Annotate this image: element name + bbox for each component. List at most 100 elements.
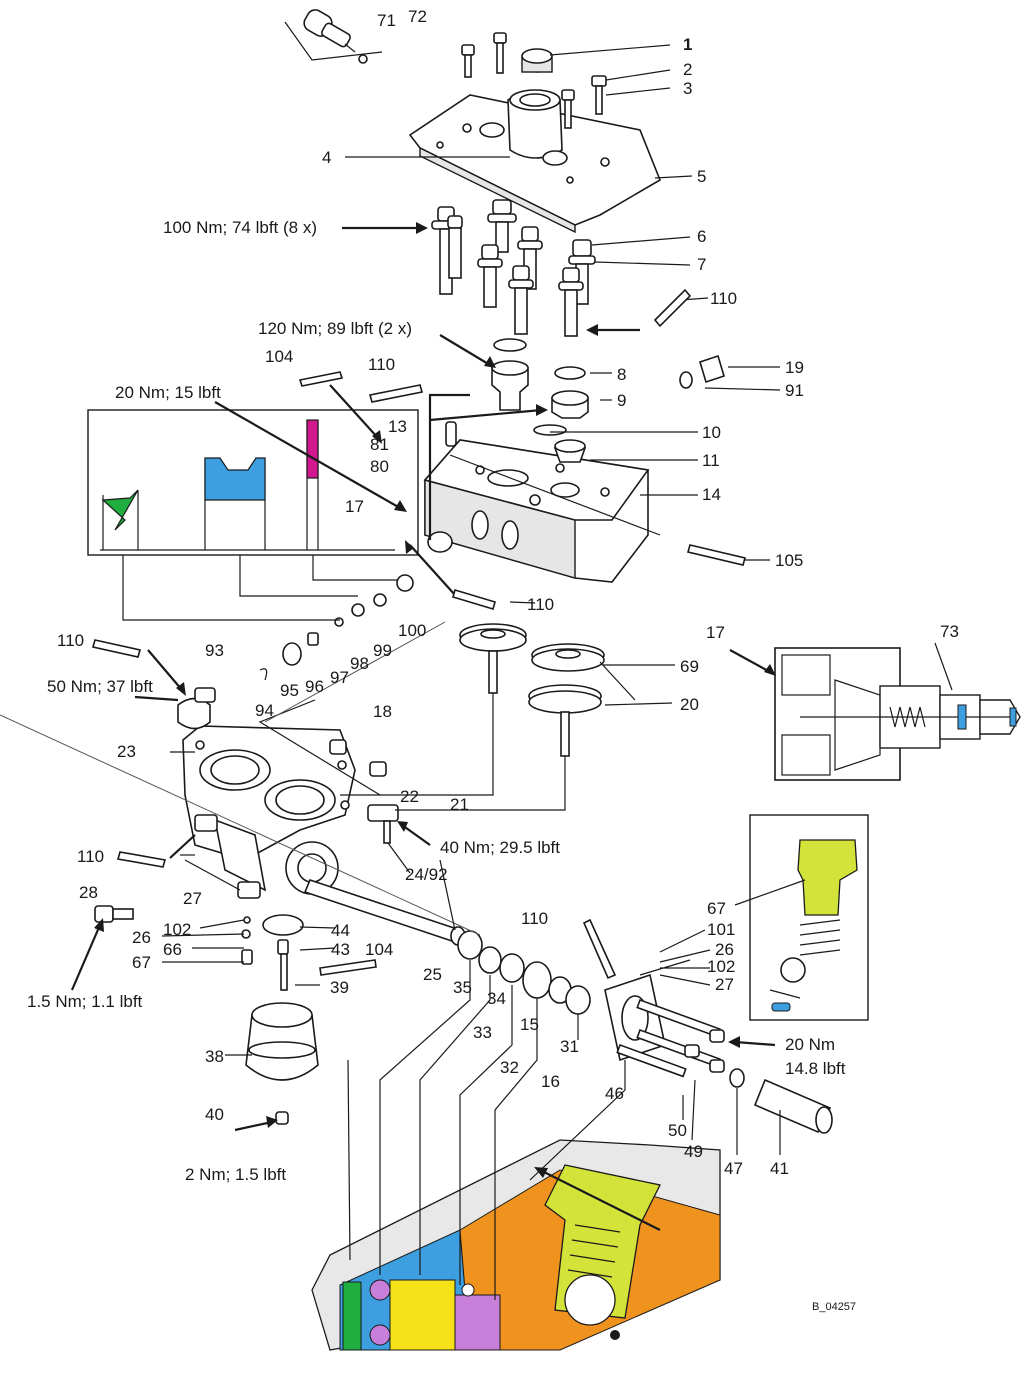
label-6: 6	[697, 227, 706, 246]
label-24-92: 24/92	[405, 865, 448, 884]
valve-detail-inset	[749, 814, 869, 1021]
valve-block-icon	[423, 439, 650, 583]
screw-28-icon	[94, 905, 134, 923]
torque-40nm: 40 Nm; 29.5 lbft	[440, 838, 560, 857]
small-plugs-21-22-icon	[329, 739, 399, 844]
label-72: 72	[408, 7, 427, 26]
label-94: 94	[255, 701, 274, 720]
label-40: 40	[205, 1105, 224, 1124]
torque-arrows	[70, 222, 776, 1231]
pump-cross-section-icon	[311, 1139, 721, 1351]
mounting-bolts-8x-icon	[431, 199, 596, 337]
pressure-switch-section-icon	[774, 647, 1021, 781]
plug-93-icon	[177, 687, 216, 730]
label-20: 20	[680, 695, 699, 714]
label-105: 105	[775, 551, 803, 570]
label-44: 44	[331, 921, 350, 940]
label-19: 19	[785, 358, 804, 377]
label-99: 99	[373, 641, 392, 660]
label-4: 4	[322, 148, 331, 167]
label-43: 43	[331, 940, 350, 959]
label-91: 91	[785, 381, 804, 400]
label-22: 22	[400, 787, 419, 806]
label-5: 5	[697, 167, 706, 186]
label-50: 50	[668, 1121, 687, 1140]
label-11: 11	[702, 451, 720, 470]
label-3: 3	[683, 79, 692, 98]
label-69: 69	[680, 657, 699, 676]
label-110-d: 110	[57, 631, 84, 650]
torque-20nm: 20 Nm	[785, 1035, 835, 1054]
label-67-b: 67	[707, 899, 726, 918]
label-41: 41	[770, 1159, 789, 1178]
label-33: 33	[473, 1023, 492, 1042]
label-66: 66	[163, 940, 182, 959]
figure-code: B_04257	[812, 1301, 856, 1313]
torque-50nm: 50 Nm; 37 lbft	[47, 677, 153, 696]
torque-1-5nm: 1.5 Nm; 1.1 lbft	[27, 992, 143, 1011]
label-27-b: 27	[715, 975, 734, 994]
label-97: 97	[330, 668, 349, 687]
label-110-f: 110	[521, 909, 548, 928]
label-34: 34	[487, 989, 506, 1008]
label-17-a: 17	[345, 497, 364, 516]
label-46: 46	[605, 1084, 624, 1103]
label-31: 31	[560, 1037, 579, 1056]
label-16: 16	[541, 1072, 560, 1091]
label-7: 7	[697, 255, 706, 274]
label-26-a: 26	[132, 928, 151, 947]
leader-lines	[0, 44, 953, 1300]
label-26-b: 26	[715, 940, 734, 959]
piston-41-icon	[753, 1078, 833, 1134]
label-110-e: 110	[77, 847, 104, 866]
label-35: 35	[453, 978, 472, 997]
label-67-a: 67	[132, 953, 151, 972]
label-8: 8	[617, 365, 626, 384]
label-47: 47	[724, 1159, 743, 1178]
label-104-b: 104	[365, 940, 393, 959]
label-110-c: 110	[527, 595, 554, 614]
torque-120nm: 120 Nm; 89 lbft (2 x)	[258, 319, 412, 338]
torque-20nm-15lbft: 20 Nm; 15 lbft	[115, 383, 221, 402]
check-valve-parts-icon	[241, 914, 304, 991]
label-15: 15	[520, 1015, 539, 1034]
label-21: 21	[450, 795, 469, 814]
label-1: 1	[683, 35, 692, 54]
label-110-b: 110	[368, 355, 395, 374]
part-labels: 71 72 1 2 3 4 5 6 7 110 8 9 19 91 10 11 …	[57, 7, 959, 1178]
label-104-a: 104	[265, 347, 293, 366]
torque-labels: 100 Nm; 74 lbft (8 x) 120 Nm; 89 lbft (2…	[27, 218, 846, 1184]
seals-91-100-icon	[259, 574, 414, 681]
label-98: 98	[350, 654, 369, 673]
label-102-b: 102	[707, 957, 735, 976]
label-80: 80	[370, 457, 389, 476]
label-38: 38	[205, 1047, 224, 1066]
part-4-assembly-icon	[284, 9, 383, 64]
label-27-a: 27	[183, 889, 202, 908]
label-17-b: 17	[706, 623, 725, 642]
label-32: 32	[500, 1058, 519, 1077]
label-73: 73	[940, 622, 959, 641]
seal-profile-inset	[87, 409, 419, 621]
torque-14-8lbft: 14.8 lbft	[785, 1059, 846, 1078]
flange-46-icon	[604, 973, 745, 1088]
label-13: 13	[388, 417, 407, 436]
torque-100nm: 100 Nm; 74 lbft (8 x)	[163, 218, 317, 237]
label-18: 18	[373, 702, 392, 721]
label-110-a: 110	[710, 289, 737, 308]
label-102-a: 102	[163, 920, 191, 939]
label-9: 9	[617, 391, 626, 410]
label-28: 28	[79, 883, 98, 902]
label-96: 96	[305, 677, 324, 696]
grease-tube-icons	[91, 288, 746, 980]
label-10: 10	[702, 423, 721, 442]
torque-2nm: 2 Nm; 1.5 lbft	[185, 1165, 286, 1184]
filter-38-icon	[245, 1002, 319, 1125]
label-100: 100	[398, 621, 426, 640]
pump-housing-icon	[182, 725, 356, 899]
label-71: 71	[377, 11, 396, 30]
label-23: 23	[117, 742, 136, 761]
top-bolts-icon	[461, 32, 607, 129]
cover-plate-icon	[408, 89, 661, 234]
label-39: 39	[330, 978, 349, 997]
